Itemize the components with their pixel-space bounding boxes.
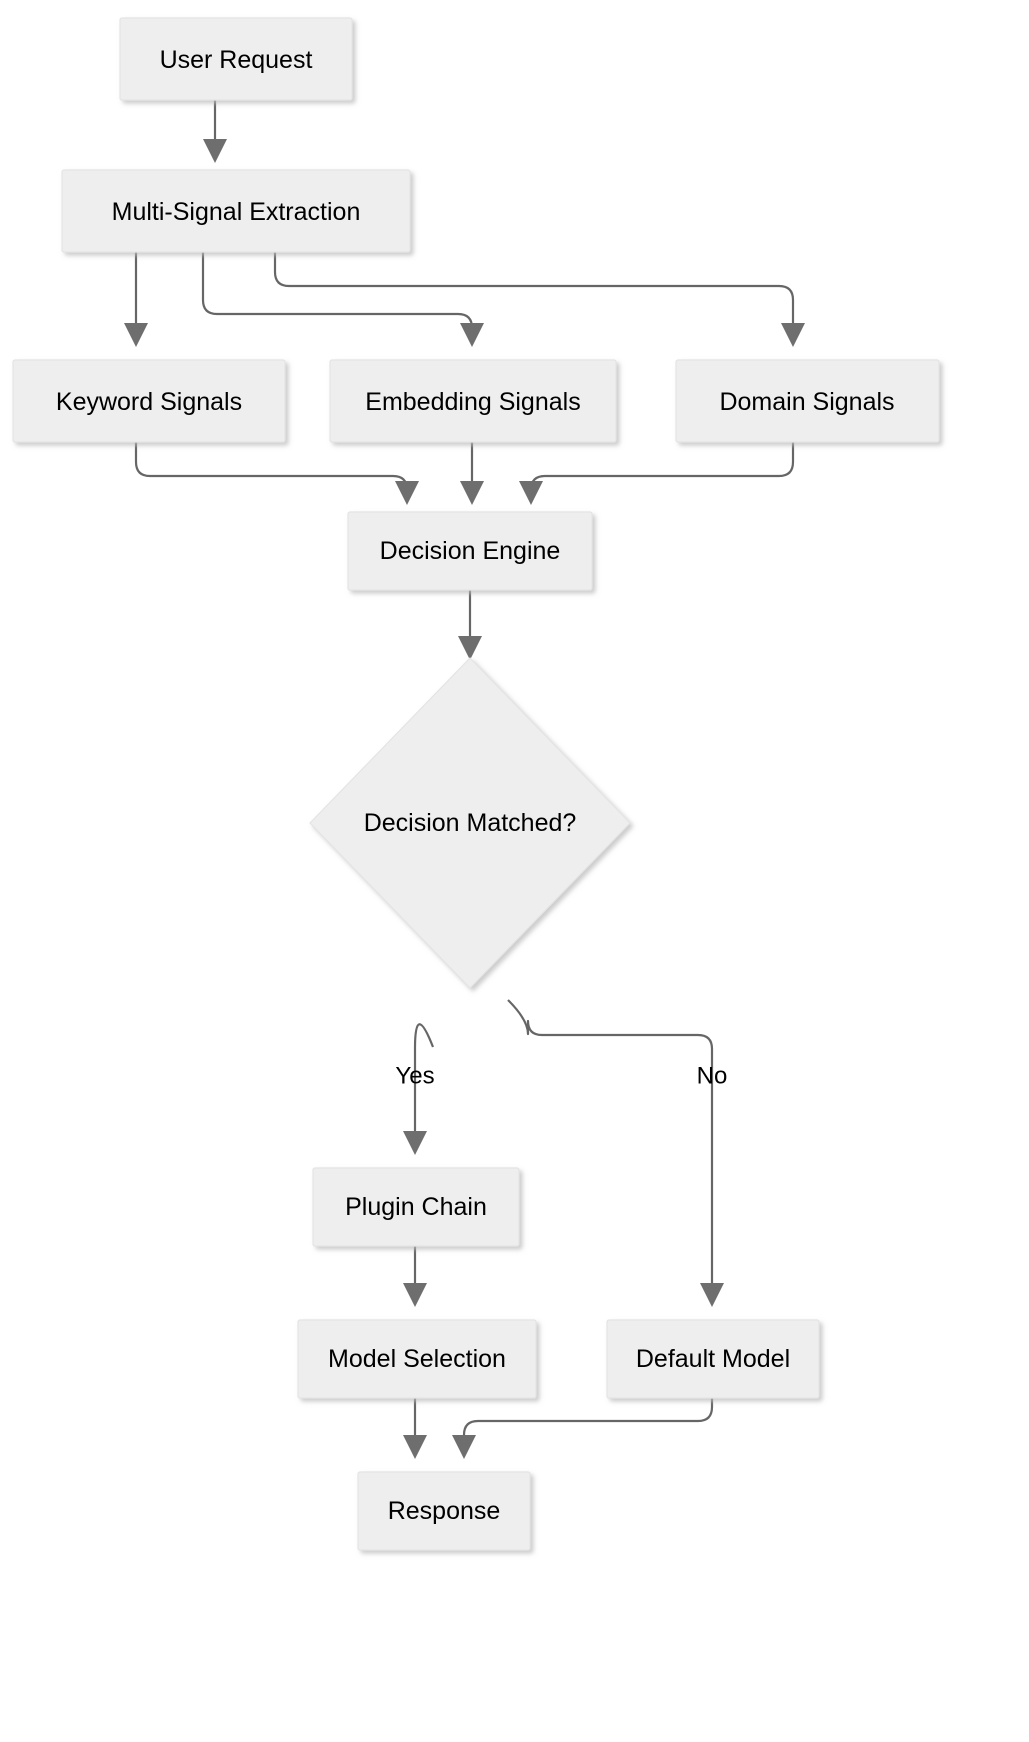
edge-multi-signal-to-domain-signals	[273, 252, 805, 347]
edge-decision-matched-yes-to-plugin-chain	[403, 1023, 435, 1155]
edge-decision-engine-to-decision-matched	[458, 590, 482, 660]
edge-decision-matched-no-to-default-model	[507, 999, 724, 1307]
edge-multi-signal-to-keyword-signals	[124, 252, 148, 347]
node-layer: User Request Multi-Signal Extraction Key…	[12, 17, 940, 1551]
node-multi-signal-extraction-label: Multi-Signal Extraction	[112, 198, 361, 226]
node-model-selection[interactable]: Model Selection	[297, 1319, 537, 1399]
edge-embedding-signals-to-decision-engine	[460, 442, 484, 505]
node-decision-engine-label: Decision Engine	[380, 537, 561, 565]
edge-label-layer: Yes No	[395, 1063, 727, 1090]
edge-model-selection-to-response	[403, 1398, 427, 1459]
node-user-request[interactable]: User Request	[119, 17, 353, 101]
node-response-label: Response	[388, 1497, 501, 1525]
node-domain-signals-label: Domain Signals	[719, 388, 894, 416]
edge-user-request-to-multi-signal	[203, 100, 227, 163]
edge-default-model-to-response	[452, 1398, 714, 1459]
edge-label-yes: Yes	[395, 1063, 434, 1090]
node-plugin-chain[interactable]: Plugin Chain	[312, 1167, 520, 1247]
node-model-selection-label: Model Selection	[328, 1345, 506, 1373]
edge-keyword-signals-to-decision-engine	[134, 442, 419, 505]
node-default-model[interactable]: Default Model	[606, 1319, 820, 1399]
edge-label-no: No	[697, 1063, 728, 1090]
node-default-model-label: Default Model	[636, 1345, 790, 1373]
node-plugin-chain-label: Plugin Chain	[345, 1193, 487, 1221]
node-decision-engine[interactable]: Decision Engine	[347, 511, 593, 591]
node-embedding-signals-label: Embedding Signals	[365, 388, 580, 416]
edge-domain-signals-to-decision-engine	[519, 442, 795, 505]
node-domain-signals[interactable]: Domain Signals	[675, 359, 940, 443]
node-decision-matched-label: Decision Matched?	[364, 809, 577, 837]
node-embedding-signals[interactable]: Embedding Signals	[329, 359, 617, 443]
node-keyword-signals[interactable]: Keyword Signals	[12, 359, 286, 443]
node-multi-signal-extraction[interactable]: Multi-Signal Extraction	[61, 169, 411, 253]
node-keyword-signals-label: Keyword Signals	[56, 388, 242, 416]
node-user-request-label: User Request	[160, 46, 313, 74]
edge-layer	[124, 100, 805, 1459]
edge-plugin-chain-to-model-selection	[403, 1246, 427, 1307]
node-decision-matched[interactable]: Decision Matched?	[309, 657, 631, 989]
edge-multi-signal-to-embedding-signals	[201, 252, 484, 347]
node-response[interactable]: Response	[357, 1471, 531, 1551]
